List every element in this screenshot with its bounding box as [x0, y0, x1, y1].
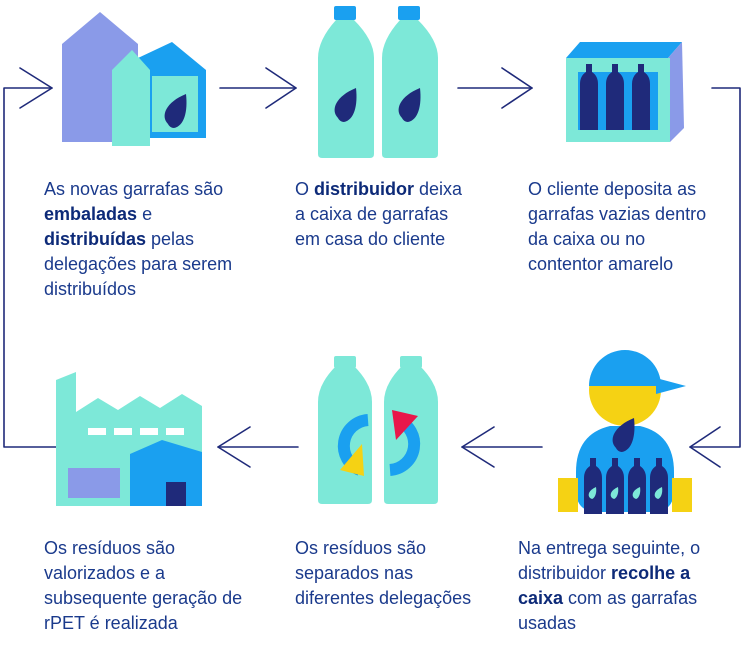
caption-text: Na entrega seguinte, o distribuidor [518, 538, 701, 583]
caption-text: e [137, 204, 153, 224]
caption-text: O [295, 179, 315, 199]
caption-text: As novas garrafas são [44, 179, 224, 199]
caption-emphasis: recolhe a caixa [518, 563, 691, 608]
step-3-caption: O cliente deposita as garrafas vazias de… [528, 177, 718, 277]
arrow-right-icon [265, 67, 297, 109]
step-1-caption: As novas garrafas são embaladas e distri… [44, 177, 244, 302]
recycling-bottles-icon [318, 356, 438, 504]
arrow-left-icon [217, 426, 251, 468]
caption-text: Os resíduos são valorizados e a subseque… [44, 538, 243, 633]
caption-emphasis: embaladas [44, 204, 138, 224]
step-4-caption: Os resíduos são valorizados e a subseque… [44, 536, 264, 636]
arrow-left-icon [461, 426, 495, 468]
buildings-icon [62, 12, 206, 146]
caption-text: pelas delegações para serem distribuídos [44, 229, 233, 299]
caption-emphasis: distribuídas [44, 229, 147, 249]
step-2-caption: O distribuidor deixa a caixa de garrafas… [295, 177, 475, 252]
arrow-right-icon [501, 67, 533, 109]
caption-text: com as garrafas usadas [518, 588, 698, 633]
caption-text: Os resíduos são separados nas diferentes… [295, 538, 472, 608]
caption-emphasis: distribuidor [314, 179, 415, 199]
arrow-left-icon [689, 426, 721, 468]
factory-icon [56, 372, 202, 506]
water-bottles-icon [318, 6, 438, 158]
flow-connectors [3, 67, 741, 468]
arrow-right-icon [19, 67, 53, 109]
step-5-caption: Os resíduos são separados nas diferentes… [295, 536, 485, 611]
step-6-caption: Na entrega seguinte, o distribuidor reco… [518, 536, 728, 636]
right-loop-line [689, 87, 741, 448]
delivery-person-icon [558, 350, 692, 514]
return-loop-line [3, 87, 59, 448]
caption-text: O cliente deposita as garrafas vazias de… [528, 179, 707, 274]
caption-text: deixa a caixa de garrafas em casa do cli… [295, 179, 463, 249]
bottle-crate-icon [566, 42, 684, 142]
